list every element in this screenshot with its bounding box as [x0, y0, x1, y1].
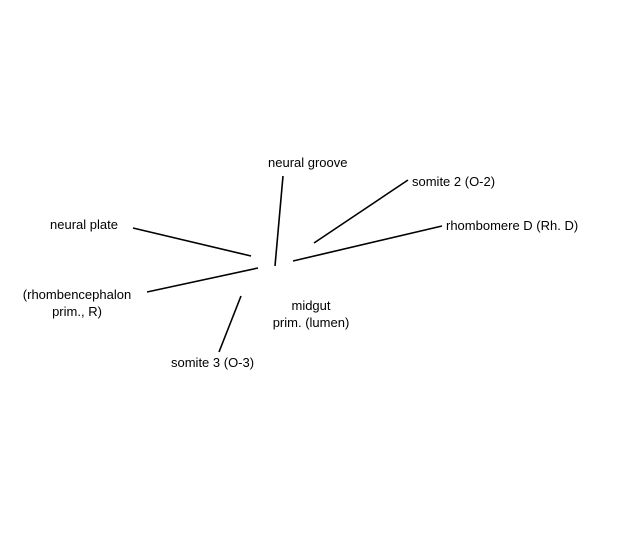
label-rhombomere-d: rhombomere D (Rh. D) [446, 218, 579, 233]
leader-line-somite-3 [218, 295, 242, 353]
label-midgut-line-2: prim. (lumen) [272, 315, 350, 330]
label-rhombencephalon: (rhombencephalon prim., R) [16, 286, 138, 320]
label-rhombencephalon-line-1: (rhombencephalon [22, 287, 132, 302]
leader-line-somite-2 [313, 179, 409, 244]
label-somite-2: somite 2 (O-2) [412, 174, 496, 189]
label-midgut: midgut prim. (lumen) [266, 297, 356, 331]
label-midgut-line-1: midgut [291, 298, 331, 313]
leader-line-rhombencephalon [146, 267, 259, 293]
label-rhombencephalon-line-2: prim., R) [52, 304, 102, 319]
label-somite-3: somite 3 (O-3) [171, 355, 255, 370]
label-neural-groove: neural groove [268, 155, 348, 170]
leader-line-neural-plate [132, 227, 252, 257]
label-neural-plate: neural plate [50, 217, 118, 232]
leader-line-neural-groove [274, 175, 284, 267]
leader-line-rhombomere-d [292, 225, 443, 262]
